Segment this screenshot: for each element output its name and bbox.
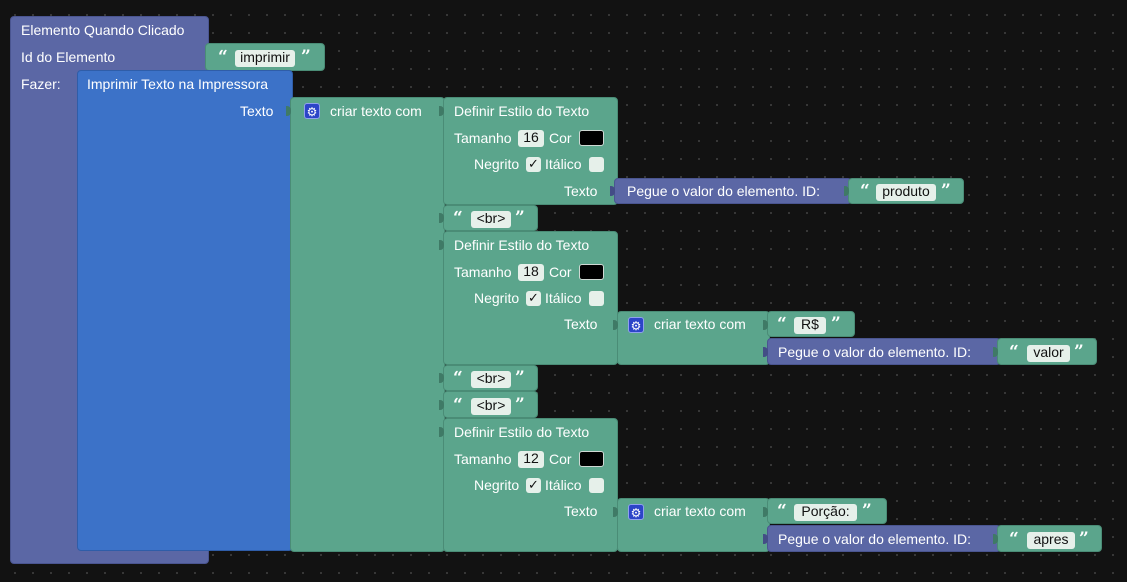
- print-block-title: Imprimir Texto na Impressora: [87, 76, 269, 92]
- style-2-bold-label: Negrito: [474, 290, 520, 306]
- style-2-color-label: Cor: [549, 264, 572, 280]
- text-style-block-1[interactable]: [443, 97, 618, 205]
- get-value-1-connector: [610, 186, 615, 196]
- quote-open-icon: “: [860, 181, 870, 201]
- quote-open-icon: “: [1009, 529, 1019, 549]
- style-1-color-swatch[interactable]: [579, 130, 604, 146]
- style-2-color-swatch[interactable]: [579, 264, 604, 280]
- prefix-2-connector: [763, 320, 768, 330]
- element-id-field[interactable]: imprimir: [235, 50, 295, 67]
- style-3-italic-label: Itálico: [545, 477, 582, 493]
- element-id-label: Id do Elemento: [21, 49, 116, 65]
- prefix-2-field[interactable]: R$: [794, 317, 826, 334]
- style-3-color-swatch[interactable]: [579, 451, 604, 467]
- style-block-3-connector: [439, 427, 444, 437]
- br-2-connector: [439, 373, 444, 383]
- style-block-1-connector: [439, 106, 444, 116]
- join-3-mutator-gear-icon[interactable]: ⚙: [628, 504, 644, 520]
- do-label: Fazer:: [21, 76, 61, 92]
- quote-close-icon: ”: [515, 368, 525, 388]
- style-3-text-label: Texto: [564, 503, 598, 519]
- style-3-bold-label: Negrito: [474, 477, 520, 493]
- value-id-2-field[interactable]: valor: [1027, 345, 1070, 362]
- value-id-3-field[interactable]: apres: [1027, 532, 1075, 549]
- quote-close-icon: ”: [941, 181, 951, 201]
- style-1-color-label: Cor: [549, 130, 572, 146]
- style-1-bold-checkbox[interactable]: ✓: [526, 157, 541, 172]
- print-text-block[interactable]: [77, 70, 293, 551]
- br-3-field[interactable]: <br>: [471, 398, 511, 415]
- join-2-mutator-gear-icon[interactable]: ⚙: [628, 317, 644, 333]
- get-value-block-2[interactable]: [767, 338, 1001, 365]
- quote-close-icon: ”: [515, 208, 525, 228]
- style-2-italic-label: Itálico: [545, 290, 582, 306]
- style-3-size-field[interactable]: 12: [518, 451, 544, 468]
- style-3-italic-checkbox[interactable]: [589, 478, 604, 493]
- event-block-title: Elemento Quando Clicado: [21, 22, 185, 38]
- style-2-italic-checkbox[interactable]: [589, 291, 604, 306]
- style-2-size-field[interactable]: 18: [518, 264, 544, 281]
- style-1-size-label: Tamanho: [454, 130, 512, 146]
- style-3-color-label: Cor: [549, 451, 572, 467]
- value-id-1-connector: [844, 186, 849, 196]
- value-id-2-connector: [993, 347, 998, 357]
- quote-close-icon: ”: [1074, 342, 1084, 362]
- quote-close-icon: ”: [862, 501, 872, 521]
- quote-open-icon: “: [453, 368, 463, 388]
- get-value-3-connector: [763, 534, 768, 544]
- join-block-connector: [286, 106, 291, 116]
- br-2-field[interactable]: <br>: [471, 371, 511, 388]
- style-2-text-label: Texto: [564, 316, 598, 332]
- quote-open-icon: “: [218, 47, 228, 67]
- quote-close-icon: ”: [831, 314, 841, 334]
- br-1-connector: [439, 213, 444, 223]
- quote-close-icon: ”: [515, 395, 525, 415]
- join-2-connector: [613, 320, 618, 330]
- style-block-1-title: Definir Estilo do Texto: [454, 103, 590, 119]
- style-3-bold-checkbox[interactable]: ✓: [526, 478, 541, 493]
- prefix-3-connector: [763, 507, 768, 517]
- get-value-block-1[interactable]: [614, 178, 852, 204]
- style-2-bold-checkbox[interactable]: ✓: [526, 291, 541, 306]
- get-value-3-label: Pegue o valor do elemento. ID:: [778, 531, 972, 547]
- style-2-size-label: Tamanho: [454, 264, 512, 280]
- value-id-3-connector: [993, 534, 998, 544]
- br-3-connector: [439, 400, 444, 410]
- print-text-label: Texto: [240, 103, 274, 119]
- join-3-connector: [613, 507, 618, 517]
- quote-open-icon: “: [1009, 342, 1019, 362]
- get-value-1-label: Pegue o valor do elemento. ID:: [627, 183, 821, 199]
- join-text-block[interactable]: [290, 97, 445, 552]
- quote-open-icon: “: [453, 395, 463, 415]
- style-1-bold-label: Negrito: [474, 156, 520, 172]
- style-1-text-label: Texto: [564, 183, 598, 199]
- br-1-field[interactable]: <br>: [471, 211, 511, 228]
- prefix-3-field[interactable]: Porção:: [794, 504, 857, 521]
- join-2-label: criar texto com: [654, 316, 746, 332]
- get-value-2-label: Pegue o valor do elemento. ID:: [778, 344, 972, 360]
- join-3-label: criar texto com: [654, 503, 746, 519]
- value-id-1-field[interactable]: produto: [876, 184, 936, 201]
- join-mutator-gear-icon[interactable]: ⚙: [304, 103, 320, 119]
- style-1-size-field[interactable]: 16: [518, 130, 544, 147]
- style-1-italic-label: Itálico: [545, 156, 582, 172]
- join-block-label: criar texto com: [330, 103, 422, 119]
- quote-open-icon: “: [453, 208, 463, 228]
- style-3-size-label: Tamanho: [454, 451, 512, 467]
- style-block-2-title: Definir Estilo do Texto: [454, 237, 590, 253]
- style-block-3-title: Definir Estilo do Texto: [454, 424, 590, 440]
- quote-close-icon: ”: [301, 47, 311, 67]
- quote-open-icon: “: [777, 314, 787, 334]
- style-1-italic-checkbox[interactable]: [589, 157, 604, 172]
- quote-close-icon: ”: [1079, 529, 1089, 549]
- quote-open-icon: “: [777, 501, 787, 521]
- get-value-block-3[interactable]: [767, 525, 1001, 552]
- get-value-2-connector: [763, 347, 768, 357]
- style-block-2-connector: [439, 240, 444, 250]
